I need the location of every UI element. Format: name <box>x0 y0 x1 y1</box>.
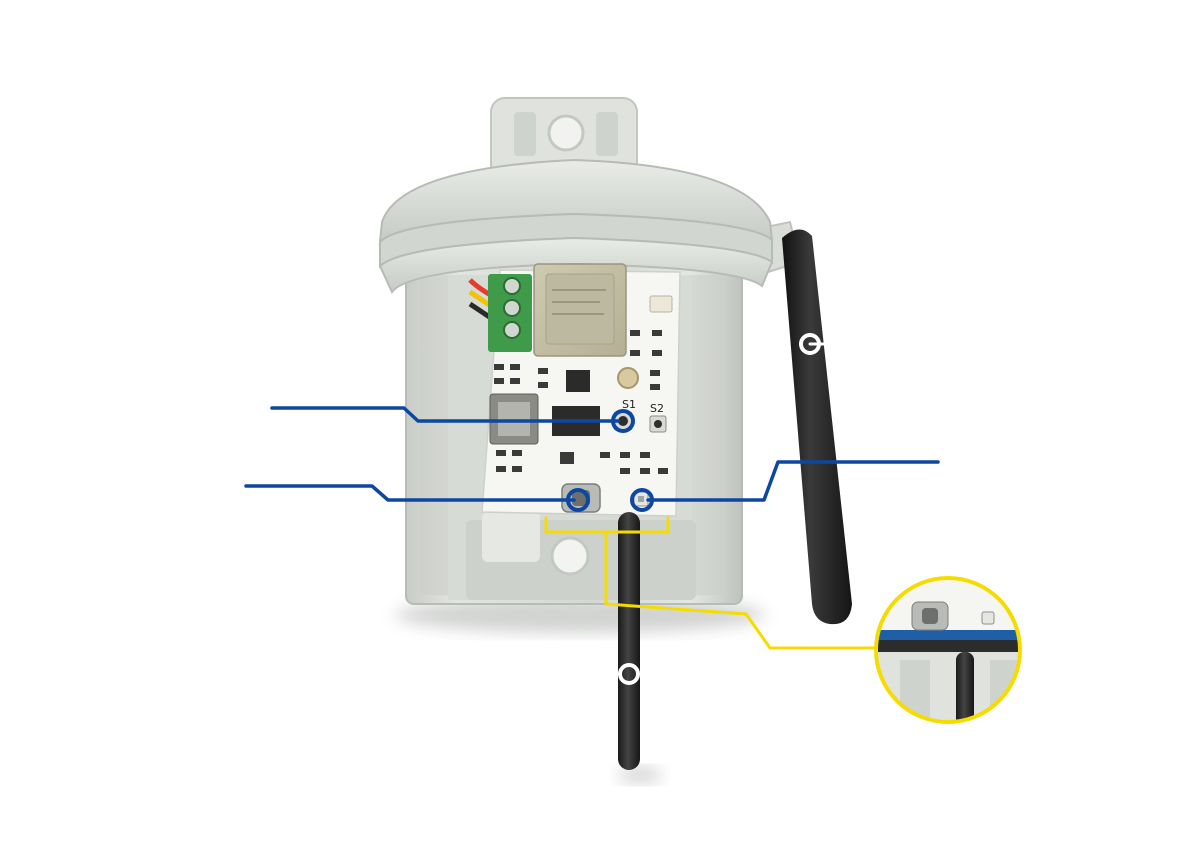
wifi-antenna <box>750 220 852 625</box>
callout-line-button <box>270 406 620 423</box>
regulator-chip <box>566 370 590 392</box>
tactile-button-icon <box>654 420 662 428</box>
esp-module <box>533 263 627 357</box>
jst-connector <box>649 295 673 313</box>
callout-line-usb <box>244 484 576 502</box>
housing-rims <box>378 158 774 294</box>
terminal-screw-icon <box>503 299 521 317</box>
tactile-button-icon <box>618 416 628 426</box>
drop-shadows <box>395 597 765 783</box>
marker-button <box>611 409 635 433</box>
callout-markers <box>566 333 821 685</box>
switch-label-s1: S1 <box>622 398 636 411</box>
status-led-icon <box>638 496 644 502</box>
terminal-block <box>488 274 532 352</box>
marker-usb <box>566 488 590 512</box>
zoom-inset <box>874 576 1022 724</box>
buzzer-icon <box>617 367 639 389</box>
usb-c-port-zoomed-icon <box>922 608 938 624</box>
temperature-probe <box>618 512 640 770</box>
smd-components <box>494 330 668 474</box>
marker-probe <box>618 663 640 685</box>
mounting-hole-bottom-icon <box>550 536 590 576</box>
marker-antenna <box>799 333 821 355</box>
mounting-hole-top-icon <box>547 114 585 152</box>
callout-line-zoom-link <box>604 530 882 650</box>
pcb-board: S1 S2 <box>481 263 681 517</box>
callout-line-led <box>646 460 940 502</box>
button-s2[interactable] <box>649 415 667 433</box>
terminal-screw-icon <box>503 277 521 295</box>
terminal-screw-icon <box>503 321 521 339</box>
switch-label-s2: S2 <box>650 402 664 415</box>
callout-lines <box>244 342 940 650</box>
marker-led <box>630 488 654 512</box>
